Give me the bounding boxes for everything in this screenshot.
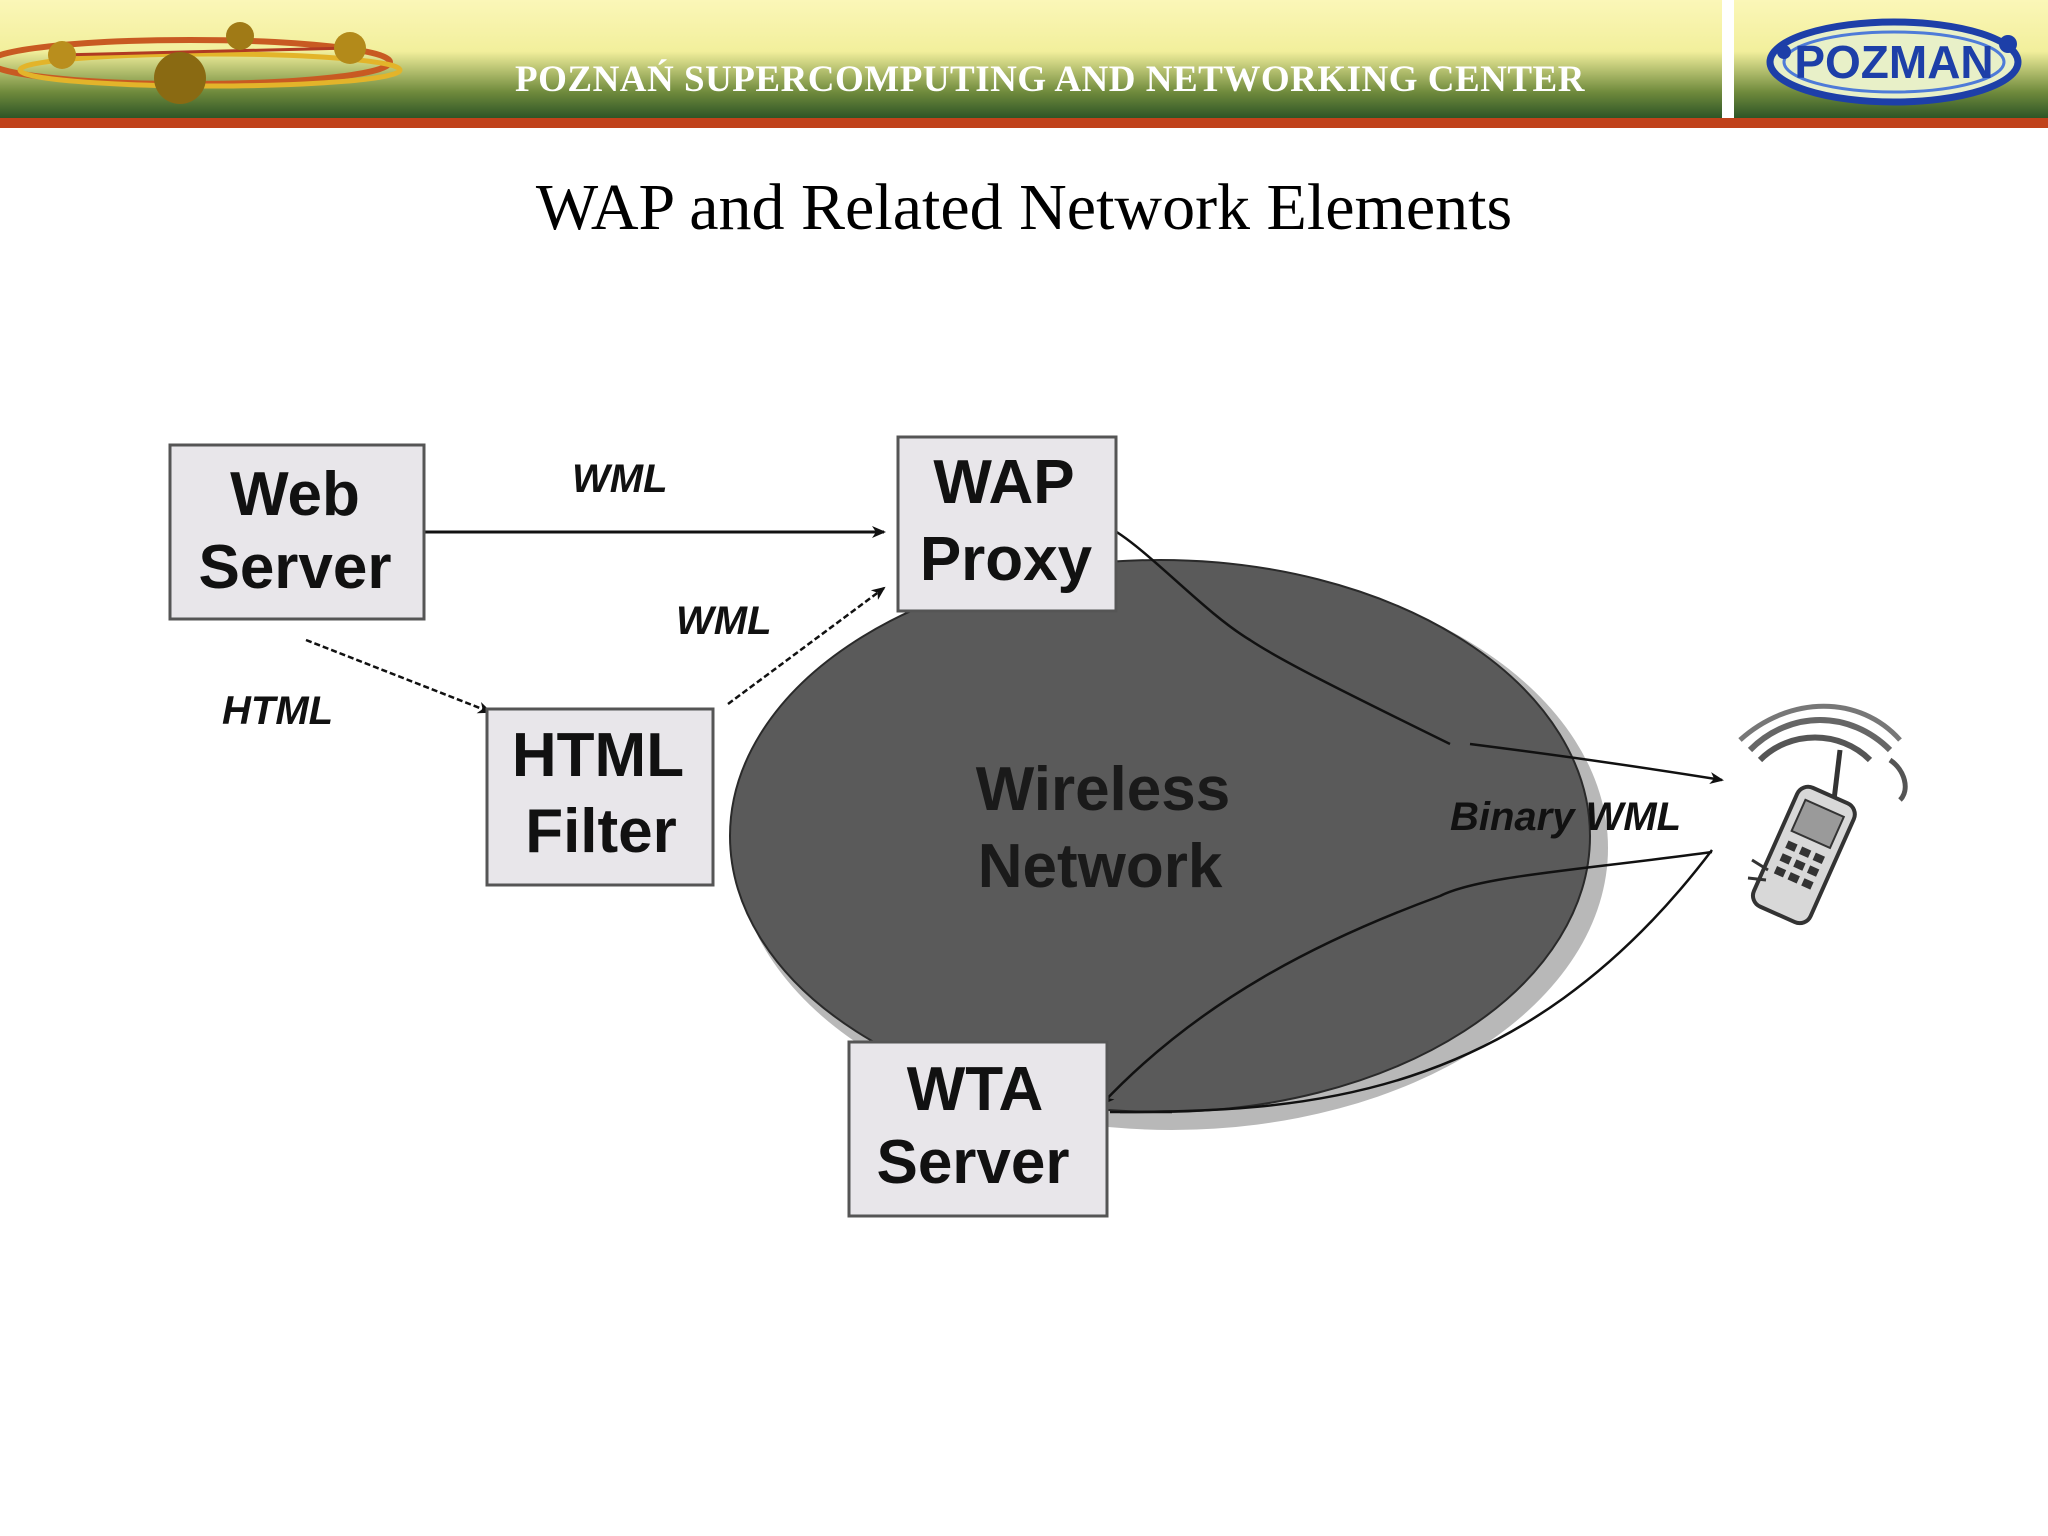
node-wap-proxy-line2: Proxy xyxy=(920,525,1093,594)
edge-phone-to-proxy xyxy=(1100,522,1451,746)
slide-title: WAP and Related Network Elements xyxy=(535,171,1513,244)
banner-divider xyxy=(1722,0,1734,118)
node-html-filter: HTML Filter xyxy=(485,707,715,887)
node-web-server: Web Server xyxy=(168,443,426,621)
edge-label-binary-wml: Binary WML xyxy=(1450,795,1681,839)
banner-orbit-art xyxy=(0,22,403,104)
node-wta-server-line2: Server xyxy=(876,1128,1069,1197)
node-html-filter-line1: HTML xyxy=(512,721,684,790)
org-name: POZNAŃ SUPERCOMPUTING AND NETWORKING CEN… xyxy=(515,59,1585,100)
edge-wta-to-phone xyxy=(1109,849,1713,1114)
banner-stripe xyxy=(0,118,2048,128)
node-html-filter-line2: Filter xyxy=(525,797,677,866)
edge-proxy-to-phone xyxy=(1469,742,1724,785)
wireless-network-label-line1: Wireless xyxy=(976,755,1230,824)
wireless-network-label-line2: Network xyxy=(978,832,1223,901)
node-web-server-line2: Server xyxy=(198,533,391,602)
logo-text: POZMAN xyxy=(1794,36,1993,88)
header-banner: POZNAŃ SUPERCOMPUTING AND NETWORKING CEN… xyxy=(0,0,2048,128)
node-wta-server: WTA Server xyxy=(847,1040,1109,1218)
node-wap-proxy: WAP Proxy xyxy=(896,435,1118,613)
edge-phone-to-wta xyxy=(1100,850,1713,1106)
node-web-server-line1: Web xyxy=(230,460,360,529)
pozman-logo: POZMAN xyxy=(1766,18,2022,106)
node-wta-server-line1: WTA xyxy=(907,1055,1044,1124)
edge-label-web-to-proxy: WML xyxy=(572,457,668,501)
edge-web-to-filter xyxy=(305,638,492,714)
edge-label-filter-to-proxy: WML xyxy=(676,599,772,643)
node-wap-proxy-line1: WAP xyxy=(933,448,1074,517)
mobile-phone-icon xyxy=(1738,703,1908,926)
edge-label-web-to-filter: HTML xyxy=(222,689,333,733)
edge-filter-to-proxy xyxy=(727,586,886,706)
